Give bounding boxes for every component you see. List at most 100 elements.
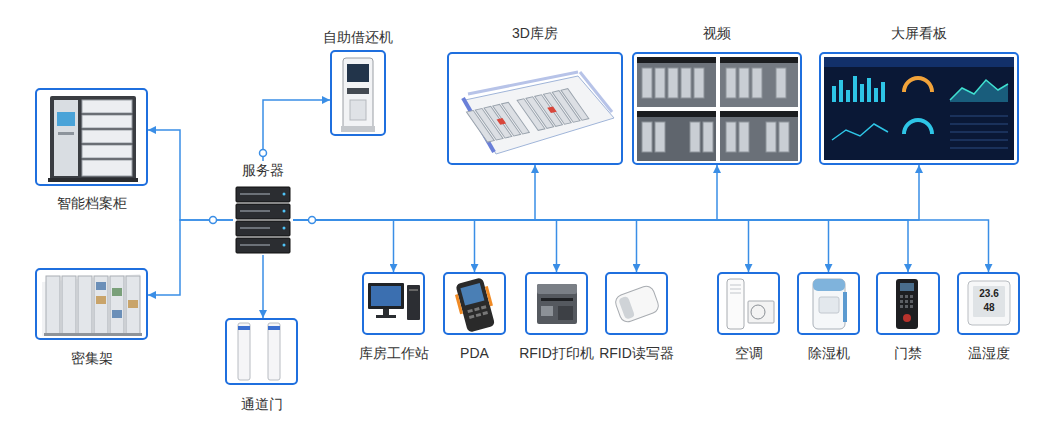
video-picture-part-part: [739, 122, 749, 152]
air-conditioner-picture-part: [748, 301, 774, 323]
server-picture-part-part: [240, 227, 270, 229]
dashboard-picture-part: [950, 80, 1008, 102]
connector-arrow: [148, 220, 233, 295]
connector-arrow: [293, 220, 637, 272]
dashboard-picture-part-part: [950, 124, 1008, 125]
rfid-printer-picture: [537, 284, 577, 324]
dehumidifier-picture-part: [813, 279, 845, 329]
port-circle: [260, 150, 267, 157]
device-frame: 智能档案柜: [35, 88, 148, 186]
dashboard-picture-part: [824, 57, 1014, 160]
connector-arrow: [293, 220, 749, 272]
dashboard-picture-part-part: [853, 76, 857, 102]
access-control-picture-part-part: [900, 305, 903, 308]
video-picture-part: [637, 111, 716, 161]
access-control-picture-part: [896, 279, 918, 329]
compact-shelving-picture-part: [112, 288, 122, 296]
dashboard-picture-part: [904, 120, 932, 134]
server-picture-part-part: [283, 193, 286, 196]
compact-shelving-picture-part: [112, 310, 122, 318]
video-picture-part: [637, 57, 716, 63]
dashboard-picture-part: [824, 57, 1014, 67]
workstation-picture-part: [409, 289, 418, 291]
video-picture-part: [720, 111, 798, 161]
access-control-picture-part-part: [905, 305, 908, 308]
kiosk-picture-part: [343, 58, 373, 130]
access-control-picture-part: [903, 314, 911, 322]
compact-shelving-picture: [42, 274, 142, 336]
server-picture-part-part: [283, 227, 286, 230]
node-label: 温湿度: [968, 344, 1010, 362]
access-control-picture-part-part: [905, 295, 908, 298]
rfid-printer-picture-part: [541, 298, 573, 301]
access-control-picture-part-part: [910, 300, 913, 303]
device-frame: 门禁: [876, 272, 940, 335]
dehumidifier-picture: [813, 279, 847, 329]
connector-arrow: [293, 165, 919, 220]
pda-picture-part-part: [481, 305, 487, 309]
server-picture-part-part: [240, 210, 270, 212]
pda-picture-part-part: [476, 313, 482, 317]
video-picture-part: [637, 57, 716, 107]
archive-cabinet-picture-part: [82, 160, 132, 176]
compact-shelving-picture-part: [94, 276, 108, 334]
workstation-picture-part: [368, 283, 404, 309]
node-label: RFID读写器: [599, 344, 674, 362]
device-frame: 大屏看板: [819, 52, 1019, 165]
node-label: 服务器: [242, 161, 284, 179]
node-label: 自助借还机: [323, 28, 393, 46]
node-label: 智能档案柜: [57, 194, 127, 212]
connector-arrow: [293, 220, 394, 272]
access-control-picture-part: [900, 295, 913, 308]
rfid-printer-picture-part: [541, 306, 553, 316]
server-picture-part: [236, 204, 290, 219]
connector-arrow: [293, 220, 475, 272]
node-label: 通道门: [241, 395, 283, 413]
device-frame: 除湿机: [797, 272, 860, 335]
dehumidifier-picture-part: [819, 297, 839, 313]
access-control-picture-part-part: [910, 305, 913, 308]
node-label: 空调: [735, 344, 763, 362]
dashboard-picture-part-part: [950, 140, 1008, 141]
archive-cabinet-picture-part: [50, 96, 136, 180]
video-picture-part: [637, 111, 716, 117]
port-circles: [210, 150, 316, 224]
connector-arrow: [293, 220, 908, 272]
connector-arrow: [262, 255, 264, 318]
video-picture-part: [720, 57, 798, 63]
server-picture-part: [240, 193, 270, 246]
server-picture-part: [236, 238, 290, 253]
video-picture-part-part: [655, 68, 665, 98]
display-reading: 48: [983, 302, 994, 313]
gate-picture-part: [268, 326, 280, 330]
thermo-hygrometer-picture-part: [968, 281, 1010, 325]
air-conditioner-picture: [727, 279, 774, 329]
node-label: 3D库房: [512, 24, 558, 42]
compact-shelving-picture-part: [44, 333, 142, 336]
dashboard-picture-part-part: [860, 84, 864, 102]
dashboard-picture-part-part: [874, 88, 878, 102]
server-picture-part: [236, 221, 290, 236]
dehumidifier-picture-part: [843, 292, 847, 322]
video-picture-part: [642, 68, 789, 152]
pda-picture-part-part: [474, 307, 480, 311]
connector-arrow: [293, 220, 829, 272]
node-label: 库房工作站: [359, 344, 429, 362]
workstation-picture-part: [407, 285, 420, 320]
video-picture-part-part: [655, 122, 665, 152]
server-picture-part-part: [240, 193, 270, 195]
server-picture-part-part: [283, 210, 286, 213]
workstation-picture-part: [383, 309, 389, 316]
compact-shelving-picture-part: [42, 274, 140, 336]
video-picture-part: [720, 111, 798, 117]
rfid-printer-picture-part: [537, 284, 577, 324]
dashboard-picture: [824, 57, 1014, 160]
gate-picture-part: [268, 323, 280, 380]
node-label: 门禁: [894, 344, 922, 362]
node-label: PDA: [460, 344, 489, 362]
archive-cabinet-picture: [48, 96, 138, 182]
video-picture-part-part: [703, 122, 713, 152]
archive-cabinet-picture-part: [48, 178, 138, 182]
access-control-picture-part-part: [900, 300, 903, 303]
